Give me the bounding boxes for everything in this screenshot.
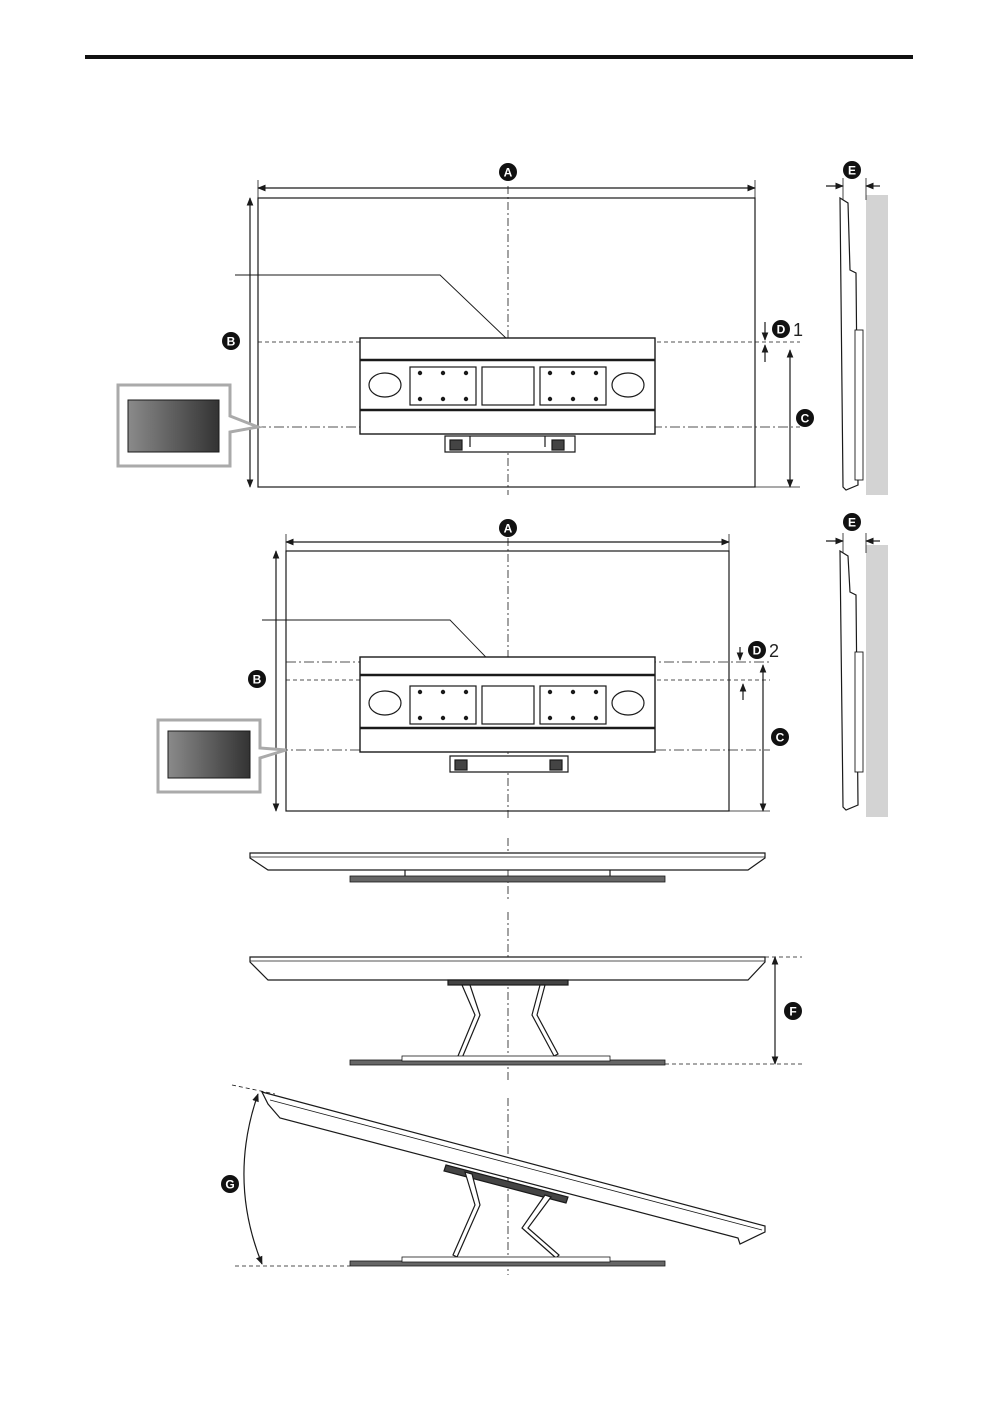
label-a-2: A [499, 519, 517, 537]
svg-text:B: B [253, 673, 262, 687]
svg-text:E: E [848, 164, 856, 178]
wall-1 [866, 195, 888, 495]
header-rule [85, 55, 913, 59]
svg-text:1: 1 [793, 320, 803, 340]
stand-raised-view [250, 912, 802, 1080]
svg-text:D: D [777, 323, 786, 337]
label-g: G [221, 1175, 239, 1193]
tilt-view [232, 1085, 765, 1275]
label-e-2: E [843, 513, 861, 531]
label-b-2: B [248, 670, 266, 688]
front-view-1 [220, 178, 888, 495]
label-c-2: C [771, 728, 789, 746]
svg-text:A: A [504, 522, 513, 536]
svg-text:D: D [753, 644, 762, 658]
svg-text:F: F [789, 1005, 796, 1019]
label-e-1: E [843, 161, 861, 179]
svg-text:E: E [848, 516, 856, 530]
svg-text:G: G [225, 1178, 234, 1192]
svg-text:2: 2 [769, 641, 779, 661]
front-view-2 [260, 533, 888, 820]
label-c-1: C [796, 409, 814, 427]
svg-text:C: C [801, 412, 810, 426]
svg-text:C: C [776, 731, 785, 745]
wall-2 [866, 545, 888, 817]
label-f: F [784, 1002, 802, 1020]
svg-text:B: B [227, 335, 236, 349]
tv-icon-callout-1 [118, 385, 258, 466]
svg-text:A: A [504, 166, 513, 180]
tv-icon [128, 400, 219, 452]
tv-icon [168, 731, 250, 778]
tv-icon-callout-2 [158, 720, 286, 792]
label-a-1: A [499, 163, 517, 181]
top-view-flat [250, 838, 765, 900]
label-b-1: B [222, 332, 240, 350]
